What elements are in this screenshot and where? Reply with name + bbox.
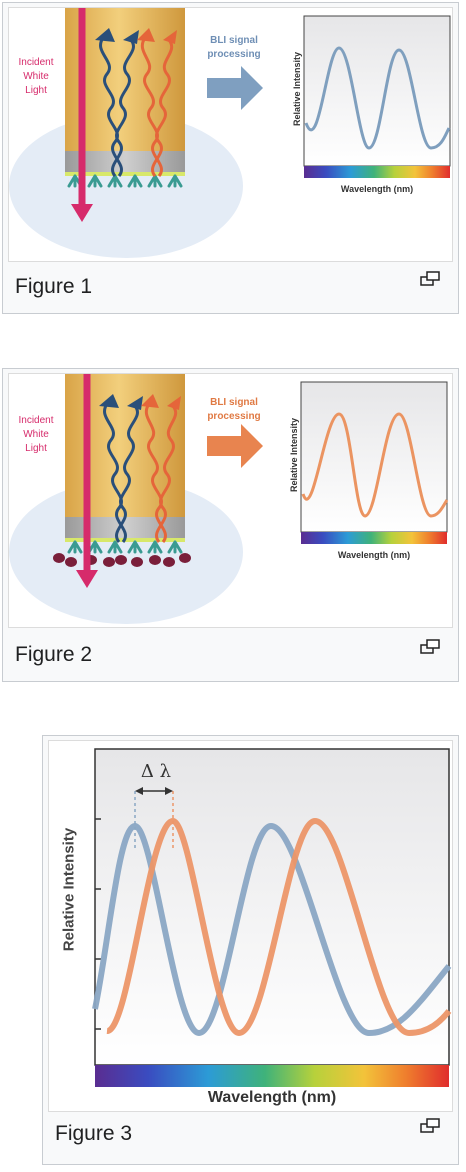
incident-arrow-head	[71, 204, 93, 222]
spectrum-bar	[304, 166, 450, 178]
figure-2-caption: Figure 2	[15, 643, 93, 666]
y-axis-label: Relative Intensity	[289, 417, 299, 493]
processing-label: BLI signal processing	[207, 35, 261, 60]
figure-1-image[interactable]: Incident White Light BLI signal processi…	[8, 7, 453, 262]
figure-1-thumbnail: Incident White Light BLI signal processi…	[2, 2, 459, 314]
plot-area	[300, 381, 448, 533]
reflected-wave-orange	[151, 39, 173, 177]
figure-3-caption: Figure 3	[55, 1122, 133, 1145]
figure-3-diagram	[92, 748, 452, 1087]
receptor-molecules	[67, 174, 183, 188]
figure-3-image[interactable]: Δ λ Relative Intensity Wavelength (nm)	[48, 740, 453, 1112]
blue-wave-arrow-head	[95, 28, 115, 42]
intensity-curve	[304, 46, 451, 150]
reflected-wave-orange	[155, 405, 177, 543]
processing-arrow	[207, 66, 263, 110]
intensity-curve	[301, 412, 449, 518]
biolayer-surface	[65, 172, 185, 176]
orange-curve	[105, 817, 452, 1037]
x-axis-label: Wavelength (nm)	[337, 550, 411, 560]
incident-light-label: Incident White Light	[18, 57, 54, 96]
incident-arrow-head	[76, 570, 98, 588]
processing-arrow	[207, 424, 263, 468]
spectrum-bar	[95, 1065, 449, 1087]
delta-lambda-label: Δ λ	[140, 761, 172, 782]
figure-3-thumbnail: Δ λ Relative Intensity Wavelength (nm) F…	[42, 735, 459, 1165]
y-axis-label: Relative Intensity	[60, 827, 78, 952]
reflected-wave-blue	[111, 39, 135, 177]
figure-2-image[interactable]: Incident White Light BLI signal processi…	[8, 373, 453, 628]
y-axis-label: Relative Intensity	[292, 51, 302, 127]
x-axis-label: Wavelength (nm)	[340, 184, 414, 194]
magnify-clip-icon[interactable]	[420, 639, 442, 655]
figure-1-diagram	[9, 8, 451, 258]
reference-layer	[65, 517, 185, 539]
blue-curve	[92, 822, 452, 1037]
incident-light-label: Incident White Light	[18, 415, 54, 454]
y-ticks	[95, 818, 101, 1030]
figure-1-caption: Figure 1	[15, 275, 93, 298]
magnify-clip-icon[interactable]	[420, 1118, 442, 1134]
biosensor-tip	[65, 374, 185, 517]
reflected-wave-blue	[115, 405, 139, 543]
delta-lambda-marker	[134, 787, 174, 851]
magnify-clip-icon[interactable]	[420, 271, 442, 287]
processing-label: BLI signal processing	[207, 397, 261, 422]
figure-2-thumbnail: Incident White Light BLI signal processi…	[2, 368, 459, 682]
figure-2-diagram	[9, 374, 449, 624]
receptor-molecules	[67, 540, 183, 554]
spectrum-bar	[301, 532, 447, 544]
x-axis-label: Wavelength (nm)	[207, 1089, 337, 1106]
